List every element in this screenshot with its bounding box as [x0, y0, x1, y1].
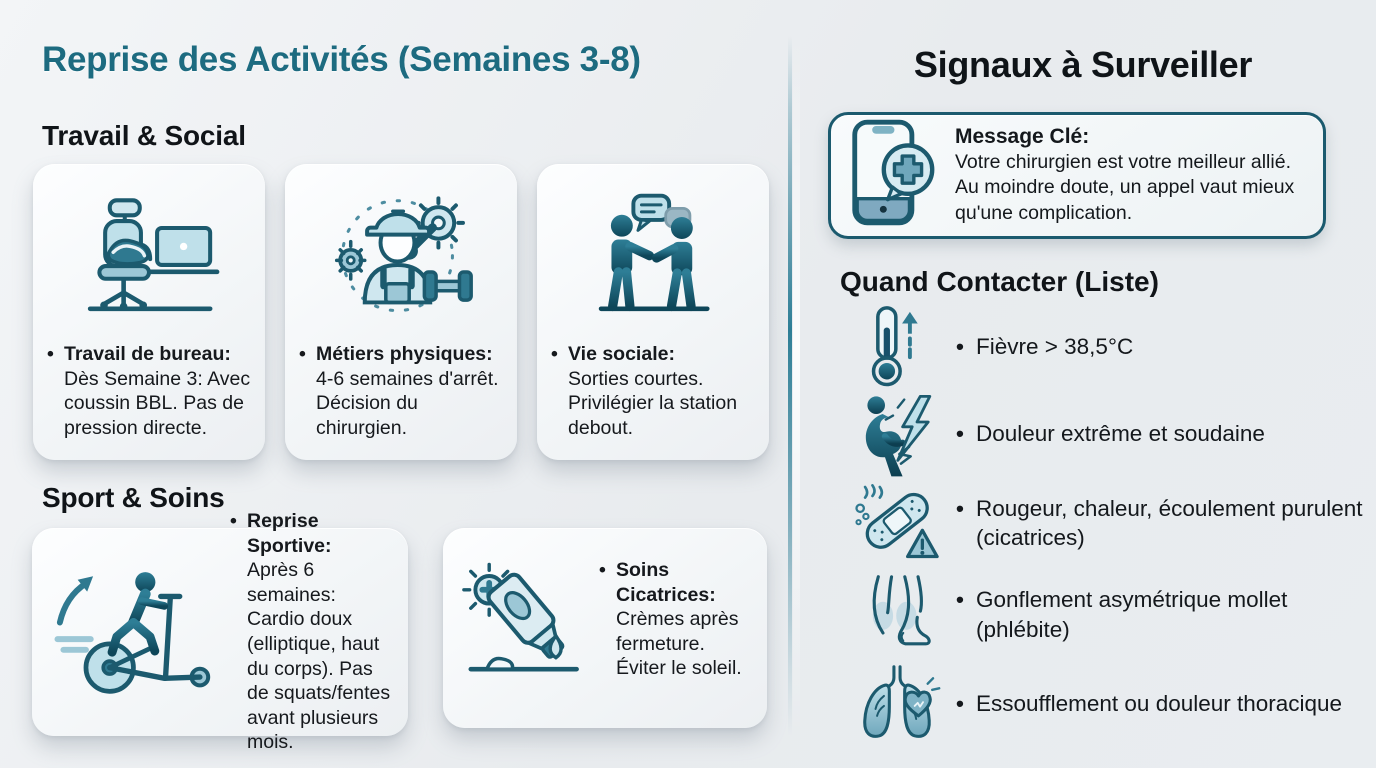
contact-list-heading: Quand Contacter (Liste) — [840, 266, 1159, 297]
bullet-dot: • — [956, 334, 964, 360]
card-body: Dès Semaine 3: Avec coussin BBL. Pas de … — [64, 367, 251, 439]
card-label: Travail de bureau: — [64, 343, 231, 365]
card-label: Métiers physiques: — [316, 343, 493, 365]
travail-social-cards-row: • Travail de bureau: Dès Semaine 3: Avec… — [33, 164, 769, 460]
sport-soins-cards-row: • Reprise Sportive: Après 6 semaines: Ca… — [32, 510, 767, 753]
list-item-fievre: • Fièvre > 38,5°C — [846, 304, 1370, 390]
key-message-box: Message Clé: Votre chirurgien est votre … — [828, 112, 1326, 239]
list-item-gonflement: • Gonflement asymétrique mollet (phlébite… — [846, 568, 1370, 661]
card-travail-de-bureau: • Travail de bureau: Dès Semaine 3: Avec… — [33, 164, 265, 460]
calf-swelling-icon — [846, 570, 948, 660]
lungs-heart-icon — [846, 663, 948, 745]
list-item-douleur: • Douleur extrême et soudaine — [846, 390, 1370, 478]
card-label: Soins Cicatrices: — [616, 559, 716, 606]
card-vie-sociale: • Vie sociale: Sorties courtes. Privilég… — [537, 164, 769, 460]
card-label: Vie sociale: — [568, 343, 675, 365]
card-metiers-physiques: • Métiers physiques: 4-6 semaines d'arrê… — [285, 164, 517, 460]
card-text: • Vie sociale: Sorties courtes. Privilég… — [551, 342, 755, 440]
card-text: • Métiers physiques: 4-6 semaines d'arrê… — [299, 342, 503, 440]
bullet-dot: • — [956, 421, 964, 447]
list-item-text: Essoufflement ou douleur thoracique — [976, 691, 1343, 717]
bullet-dot: • — [47, 343, 54, 365]
key-message-body: Votre chirurgien est votre meilleur alli… — [955, 150, 1295, 224]
bullet-dot: • — [230, 510, 237, 533]
back-pain-icon — [846, 390, 948, 478]
card-text: • Travail de bureau: Dès Semaine 3: Avec… — [47, 342, 251, 440]
section-heading-travail-social: Travail & Social — [42, 120, 246, 151]
scar-cream-icon — [457, 552, 595, 692]
phone-medical-icon — [847, 117, 939, 234]
contact-list: •Fièvre > 38,5°C •Doul — [846, 304, 1370, 747]
social-conversation-icon — [551, 174, 755, 342]
vertical-divider — [788, 36, 792, 736]
card-body: Après 6 semaines: Cardio doux (elliptiqu… — [247, 559, 391, 754]
list-item-rougeur: • Rougeur, chaleur, écoulement purulent (… — [846, 478, 1370, 568]
right-panel-title: Signaux à Surveiller — [913, 44, 1253, 85]
list-item-text: Gonflement asymétrique mollet (phlébite) — [976, 587, 1288, 642]
card-label: Reprise Sportive: — [247, 510, 332, 557]
bullet-dot: • — [956, 691, 964, 717]
bullet-dot: • — [299, 343, 306, 365]
bullet-dot: • — [956, 587, 964, 613]
card-body: Sorties courtes. Privilégier la station … — [568, 367, 738, 439]
bullet-dot: • — [551, 343, 558, 365]
card-reprise-sportive: • Reprise Sportive: Après 6 semaines: Ca… — [32, 510, 408, 753]
card-soins-cicatrices: • Soins Cicatrices: Crèmes après fermetu… — [443, 528, 767, 728]
key-message-text: Message Clé: Votre chirurgien est votre … — [955, 125, 1307, 226]
card-text: • Reprise Sportive: Après 6 semaines: Ca… — [228, 509, 394, 755]
card-text: • Soins Cicatrices: Crèmes après fermetu… — [595, 552, 753, 681]
card-body: Crèmes après fermeture. Éviter le soleil… — [616, 608, 742, 680]
vertical-divider-glow — [793, 36, 800, 736]
bullet-dot: • — [599, 559, 606, 581]
bullet-dot: • — [956, 495, 964, 521]
list-item-essoufflement: • Essoufflement ou douleur thoracique — [846, 661, 1370, 747]
construction-worker-icon — [299, 174, 503, 342]
office-desk-icon — [47, 174, 251, 342]
thermometer-up-icon — [846, 304, 948, 390]
bandage-warning-icon — [846, 478, 948, 568]
left-panel-title: Reprise des Activités (Semaines 3-8) — [42, 40, 641, 79]
list-item-text: Rougeur, chaleur, écoulement purulent (c… — [976, 495, 1363, 550]
key-message-label: Message Clé: — [955, 124, 1090, 148]
elliptical-trainer-icon — [46, 538, 228, 726]
list-item-text: Douleur extrême et soudaine — [976, 421, 1265, 447]
card-body: 4-6 semaines d'arrêt. Décision du chirur… — [316, 367, 499, 439]
section-heading-sport-soins: Sport & Soins — [42, 482, 225, 513]
list-item-text: Fièvre > 38,5°C — [976, 334, 1134, 360]
